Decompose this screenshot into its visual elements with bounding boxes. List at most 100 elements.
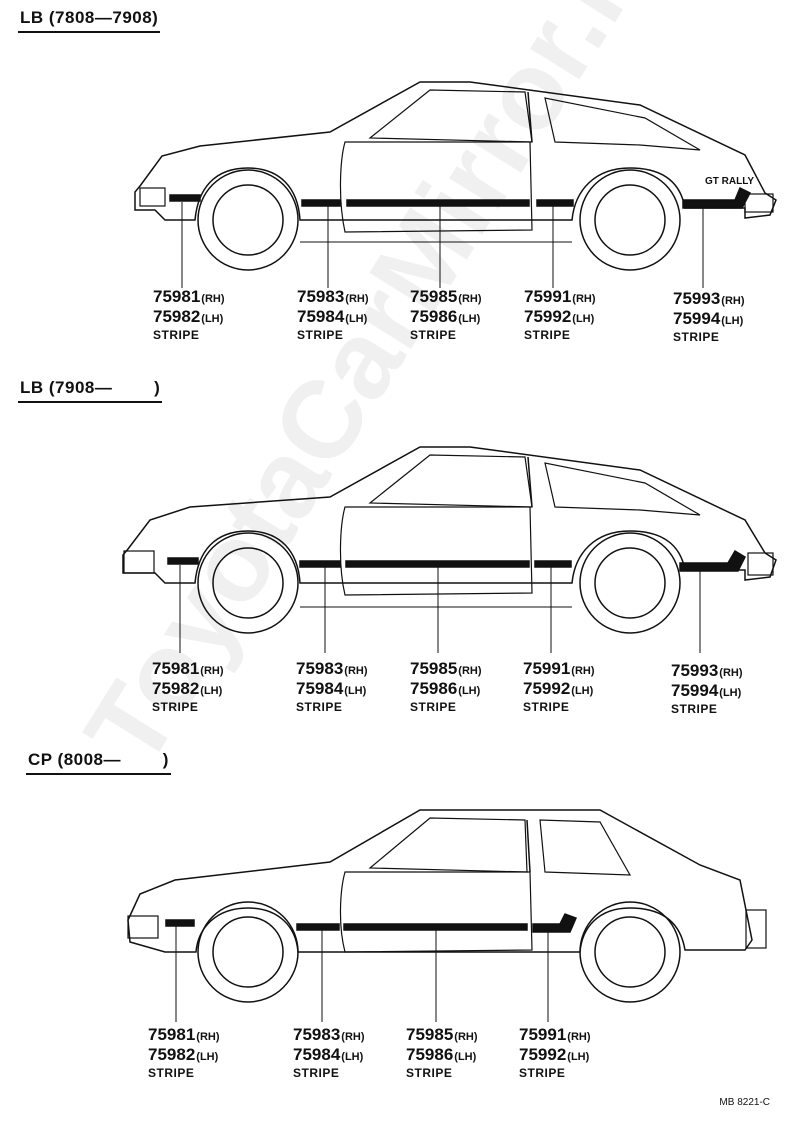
section-title-lb-2: LB (7908— ) — [18, 378, 163, 403]
part-label-75981: 75981(RH) 75982(LH) STRIPE — [152, 660, 224, 714]
car-diagram-coupe — [127, 809, 767, 1022]
section-title-cp: CP (8008— ) — [26, 750, 171, 775]
part-label: STRIPE — [148, 1066, 195, 1080]
part-number-rh: 75991 — [524, 287, 572, 306]
stripe-rear — [536, 199, 574, 207]
stripe-rear — [532, 913, 578, 933]
car-diagram-lb-liftback-1: GT RALLY — [134, 81, 777, 288]
part-number-lh: 75984 — [297, 307, 345, 326]
lh-tag: (LH) — [571, 685, 594, 697]
rh-tag: (RH) — [196, 1031, 220, 1043]
part-number-rh: 75985 — [410, 659, 458, 678]
lh-tag: (LH) — [454, 1051, 477, 1063]
lh-tag: (LH) — [196, 1051, 219, 1063]
part-label: STRIPE — [296, 700, 343, 714]
part-label: STRIPE — [410, 700, 457, 714]
rh-tag: (RH) — [201, 293, 225, 305]
lh-tag: (LH) — [567, 1051, 590, 1063]
part-number-lh: 75994 — [671, 681, 719, 700]
part-number-lh: 75984 — [296, 679, 344, 698]
stripe-quarter — [679, 549, 746, 572]
lh-tag: (LH) — [572, 313, 595, 325]
part-number-lh: 75984 — [293, 1045, 341, 1064]
part-number-rh: 75993 — [671, 661, 719, 680]
part-number-rh: 75985 — [406, 1025, 454, 1044]
wheel-rear — [579, 532, 681, 634]
part-label-75993: 75993(RH) 75994(LH) STRIPE — [671, 662, 743, 716]
part-number-rh: 75981 — [152, 659, 200, 678]
part-label-75985: 75985(RH) 75986(LH) STRIPE — [406, 1026, 478, 1080]
stripe-front — [167, 557, 199, 565]
part-number-lh: 75982 — [153, 307, 201, 326]
section-title-lb-1: LB (7808—7908) — [18, 8, 161, 33]
rh-tag: (RH) — [721, 295, 745, 307]
wheel-rear — [579, 901, 681, 1003]
title-underline — [18, 31, 161, 33]
part-number-lh: 75982 — [152, 679, 200, 698]
part-label-75983: 75983(RH) 75984(LH) STRIPE — [293, 1026, 365, 1080]
part-number-lh: 75992 — [524, 307, 572, 326]
part-number-lh: 75994 — [673, 309, 721, 328]
rh-tag: (RH) — [567, 1031, 591, 1043]
part-number-rh: 75993 — [673, 289, 721, 308]
wheel-front — [197, 532, 299, 634]
part-label-75983: 75983(RH) 75984(LH) STRIPE — [297, 288, 369, 342]
section-title-text: CP (8008— ) — [28, 750, 169, 769]
stripe-quarter — [682, 186, 752, 209]
part-label: STRIPE — [524, 328, 571, 342]
stripe-rear — [534, 560, 572, 568]
section-title-text: LB (7808—7908) — [20, 8, 159, 27]
stripe-door — [346, 199, 530, 207]
part-label: STRIPE — [523, 700, 570, 714]
part-number-lh: 75982 — [148, 1045, 196, 1064]
stripe-front-door — [301, 199, 341, 207]
wheel-rear — [579, 169, 681, 271]
part-number-rh: 75983 — [293, 1025, 341, 1044]
title-underline — [18, 401, 163, 403]
rh-tag: (RH) — [458, 665, 482, 677]
lh-tag: (LH) — [341, 1051, 364, 1063]
part-label: STRIPE — [673, 330, 720, 344]
rh-tag: (RH) — [572, 293, 596, 305]
rh-tag: (RH) — [344, 665, 368, 677]
part-number-rh: 75985 — [410, 287, 458, 306]
footer-code: MB 8221-C — [719, 1097, 770, 1108]
stripe-front-door — [296, 923, 340, 931]
stripe-front-door — [299, 560, 341, 568]
part-label: STRIPE — [153, 328, 200, 342]
part-number-rh: 75983 — [296, 659, 344, 678]
part-label-75991: 75991(RH) 75992(LH) STRIPE — [523, 660, 595, 714]
part-label-75985: 75985(RH) 75986(LH) STRIPE — [410, 288, 482, 342]
stripe-front — [169, 194, 201, 202]
part-number-lh: 75992 — [523, 679, 571, 698]
stripe-door — [345, 560, 530, 568]
lh-tag: (LH) — [458, 313, 481, 325]
part-number-rh: 75981 — [148, 1025, 196, 1044]
part-label: STRIPE — [519, 1066, 566, 1080]
lh-tag: (LH) — [721, 315, 744, 327]
lh-tag: (LH) — [200, 685, 223, 697]
wheel-front — [197, 169, 299, 271]
rh-tag: (RH) — [341, 1031, 365, 1043]
part-label-75981: 75981(RH) 75982(LH) STRIPE — [148, 1026, 220, 1080]
part-number-rh: 75983 — [297, 287, 345, 306]
part-label-75985: 75985(RH) 75986(LH) STRIPE — [410, 660, 482, 714]
lh-tag: (LH) — [344, 685, 367, 697]
part-label-75983: 75983(RH) 75984(LH) STRIPE — [296, 660, 368, 714]
lh-tag: (LH) — [458, 685, 481, 697]
part-number-rh: 75981 — [153, 287, 201, 306]
part-label-75993: 75993(RH) 75994(LH) STRIPE — [673, 290, 745, 344]
part-label: STRIPE — [293, 1066, 340, 1080]
stripe-front — [165, 919, 195, 927]
part-number-lh: 75986 — [410, 679, 458, 698]
gt-rally-emblem: GT RALLY — [705, 176, 754, 187]
section-title-text: LB (7908— ) — [20, 378, 161, 397]
lh-tag: (LH) — [719, 687, 742, 699]
car-diagram-lb-liftback-2 — [122, 446, 777, 653]
part-number-rh: 75991 — [523, 659, 571, 678]
part-label-75991: 75991(RH) 75992(LH) STRIPE — [519, 1026, 591, 1080]
part-label: STRIPE — [410, 328, 457, 342]
part-label: STRIPE — [671, 702, 718, 716]
title-underline — [26, 773, 171, 775]
rh-tag: (RH) — [458, 293, 482, 305]
